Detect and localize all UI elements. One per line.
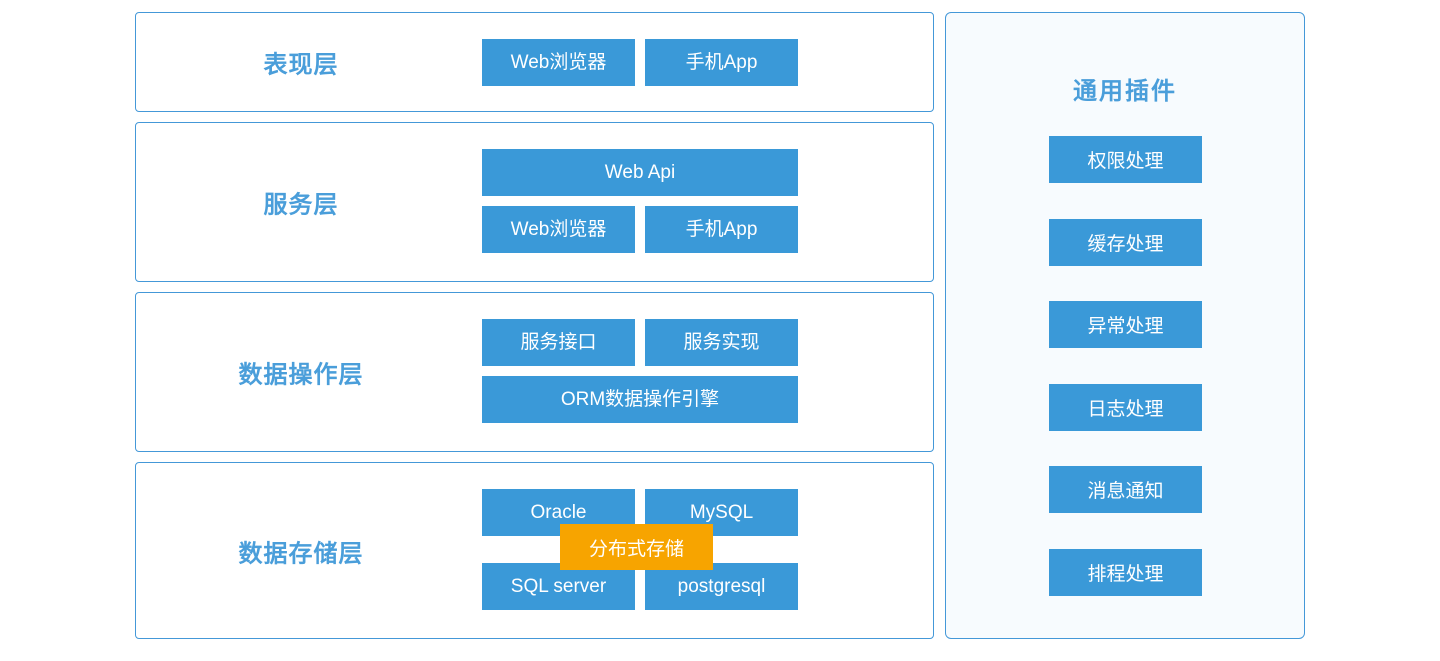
distributed-storage-badge: 分布式存储: [560, 524, 713, 570]
mobile-app-block: 手机App: [645, 39, 798, 86]
orm-engine-block: ORM数据操作引擎: [482, 376, 798, 423]
service-implementation-block: 服务实现: [645, 319, 798, 366]
message-notification-block: 消息通知: [1049, 466, 1202, 513]
common-plugins-title: 通用插件: [1073, 78, 1177, 105]
common-plugins-panel: 通用插件 权限处理 缓存处理 异常处理 日志处理 消息通知 排程处理: [945, 12, 1305, 639]
web-browser-block: Web浏览器: [482, 206, 635, 253]
log-handling-block: 日志处理: [1049, 384, 1202, 431]
data-operation-layer-box: 数据操作层 服务接口 服务实现 ORM数据操作引擎: [135, 292, 934, 452]
data-storage-layer-box: 数据存储层 Oracle MySQL SQL server postgresql…: [135, 462, 934, 639]
exception-handling-block: 异常处理: [1049, 301, 1202, 348]
service-layer-box: 服务层 Web Api Web浏览器 手机App: [135, 122, 934, 282]
data-operation-layer-label: 数据操作层: [238, 361, 364, 389]
service-layer-label: 服务层: [263, 191, 339, 219]
cache-handling-block: 缓存处理: [1049, 219, 1202, 266]
schedule-handling-block: 排程处理: [1049, 549, 1202, 596]
mobile-app-block: 手机App: [645, 206, 798, 253]
oracle-block: Oracle: [482, 489, 635, 536]
presentation-layer-label: 表现层: [263, 51, 339, 79]
presentation-layer-box: 表现层 Web浏览器 手机App: [135, 12, 934, 112]
postgresql-block: postgresql: [645, 563, 798, 610]
sql-server-block: SQL server: [482, 563, 635, 610]
data-storage-layer-label: 数据存储层: [238, 540, 364, 567]
web-browser-block: Web浏览器: [482, 39, 635, 86]
web-api-block: Web Api: [482, 149, 798, 196]
permission-handling-block: 权限处理: [1049, 136, 1202, 183]
service-interface-block: 服务接口: [482, 319, 635, 366]
